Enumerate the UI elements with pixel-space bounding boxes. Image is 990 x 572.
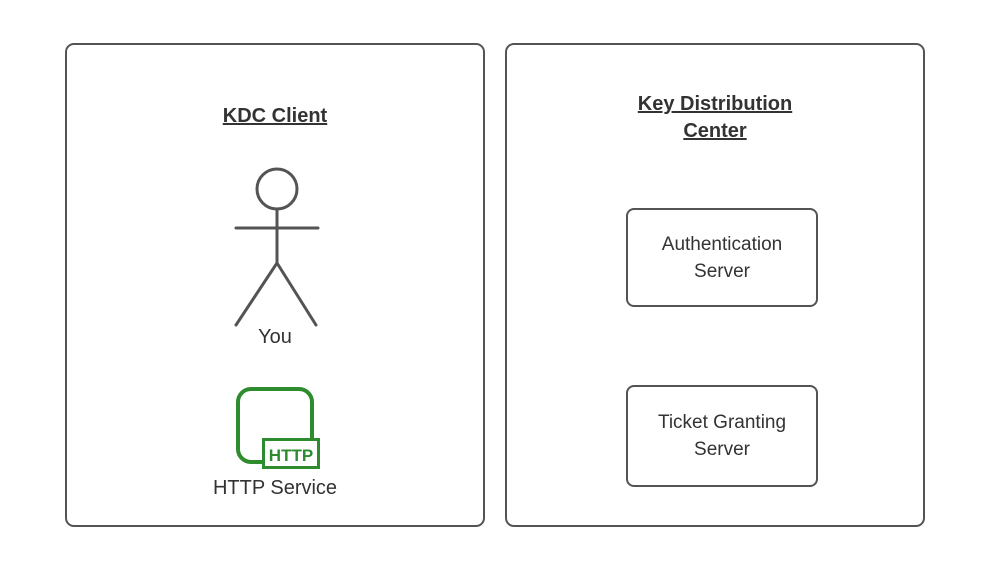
kdc-client-title: KDC Client bbox=[222, 105, 328, 127]
actor-label: You bbox=[258, 326, 292, 348]
http-service-label: HTTP Service bbox=[212, 477, 338, 499]
ticket-granting-server-box: Ticket Granting Server bbox=[626, 385, 818, 487]
authentication-server-label: Authentication Server bbox=[661, 233, 783, 282]
person-icon bbox=[234, 167, 320, 327]
http-service-icon: HTTP bbox=[236, 387, 320, 469]
key-distribution-center-title: Key Distribution Center bbox=[637, 93, 793, 142]
kdc-client-panel: KDC Client You HTTP HTTP Service bbox=[65, 43, 485, 527]
authentication-server-box: Authentication Server bbox=[626, 208, 818, 307]
key-distribution-center-panel: Key Distribution Center Authentication S… bbox=[505, 43, 925, 527]
http-badge-frame bbox=[262, 438, 320, 469]
http-badge-text: HTTP bbox=[269, 446, 313, 465]
ticket-granting-server-label: Ticket Granting Server bbox=[657, 412, 787, 460]
